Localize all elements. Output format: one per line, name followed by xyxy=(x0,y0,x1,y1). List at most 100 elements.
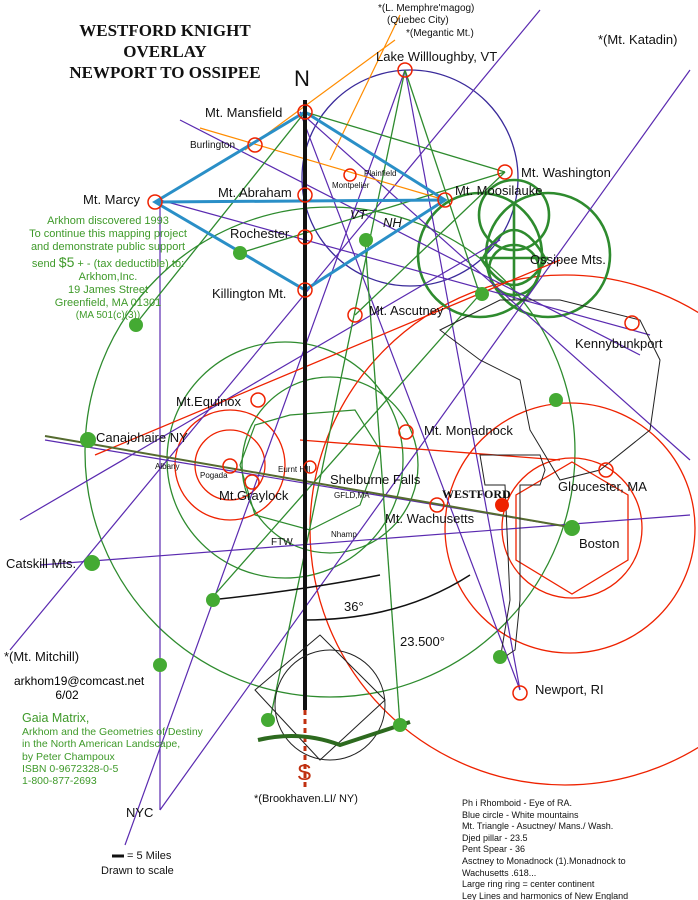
label-albany: Albany xyxy=(155,462,180,471)
dot-vt xyxy=(359,233,373,247)
mark-burlington xyxy=(247,137,263,153)
label-washington: Mt. Washington xyxy=(521,165,611,180)
knight-sketch xyxy=(479,454,546,662)
mark-pogada xyxy=(222,458,238,474)
ley-orange-3 xyxy=(329,14,401,161)
contact-date: 6/02 xyxy=(55,688,79,703)
note-1: Ph i Rhomboid - Eye of RA. xyxy=(462,798,573,808)
label-plainfield: Plainfield xyxy=(364,169,397,178)
mark-willoughby xyxy=(397,62,413,78)
long-island-coast xyxy=(257,720,411,748)
mark-eurnt xyxy=(303,460,317,474)
angle-arc-36 xyxy=(209,574,381,601)
scale-note: Drawn to scale xyxy=(101,865,174,877)
support-line-6: 19 James Street xyxy=(67,283,149,296)
dot-left xyxy=(129,318,143,332)
label-mansfield: Mt. Mansfield xyxy=(205,105,283,120)
angle-36-label: 36° xyxy=(344,599,364,614)
dot-newport xyxy=(493,650,507,664)
label-canajoharie: Canajohaire NY xyxy=(96,430,188,445)
label-brookhaven: *(Brookhaven.LI/ NY) xyxy=(254,793,358,805)
label-moosilauke: Mt. Moosilauke xyxy=(455,183,543,198)
support-notice: Arkhom discovered 1993 To continue this … xyxy=(8,215,208,322)
support-line-7: Greenfield, MA 01301 xyxy=(54,296,162,309)
ley-purple-4 xyxy=(299,111,521,691)
angle-23-label: 23.500° xyxy=(400,634,445,649)
book-title: Gaia Matrix, xyxy=(22,711,90,725)
ley-green-9 xyxy=(209,291,483,601)
note-7: Wachusetts .618... xyxy=(462,867,537,878)
support-line-5: Arkhom,Inc. xyxy=(78,270,138,283)
scale-label: = 5 Miles xyxy=(127,850,172,862)
mark-newport xyxy=(512,685,528,701)
label-quebec: (Quebec City) xyxy=(387,15,449,26)
canajoharie-boston-line xyxy=(44,435,576,529)
label-eurnthill: Eurnt Hill xyxy=(278,465,311,474)
mark-wachusetts xyxy=(429,497,445,513)
white-mountains-ring xyxy=(301,69,519,287)
ley-green-2 xyxy=(404,69,481,296)
mark-gloucester xyxy=(598,462,614,478)
label-graylock: Mt.Graylock xyxy=(219,488,289,503)
label-gfld: GFLD,MA xyxy=(334,491,370,500)
ley-green-3 xyxy=(304,111,506,173)
title-line-2: OVERLAY xyxy=(123,42,207,61)
mark-graylock xyxy=(244,474,260,490)
support-amount: $5 xyxy=(58,253,75,270)
label-nh: NH xyxy=(383,215,402,230)
label-abraham: Mt. Abraham xyxy=(218,185,292,200)
boston-hexagon xyxy=(515,461,629,595)
ley-purple-6 xyxy=(159,69,691,811)
label-equinox: Mt.Equinox xyxy=(176,394,242,409)
ley-purple-7 xyxy=(39,514,691,566)
label-westford: WESTFORD xyxy=(442,487,511,501)
mark-abraham xyxy=(297,187,313,203)
mark-monadnock xyxy=(398,424,414,440)
label-kennebunkport: Kennybunkport xyxy=(575,336,663,351)
large-continental-ring xyxy=(84,206,576,698)
label-nhamp: Nhamp xyxy=(331,530,357,539)
label-burlington: Burlington xyxy=(190,140,236,151)
shelburne-ring xyxy=(241,376,419,554)
note-9: Ley Lines and harmonics of New England xyxy=(462,890,629,900)
dot-sw xyxy=(153,658,167,672)
note-5: Pent Spear - 36 xyxy=(462,844,526,855)
dot-ossipee xyxy=(475,287,489,301)
label-pogada: Pogada xyxy=(200,471,228,480)
legend-notes: Ph i Rhomboid - Eye of RA. Blue circle -… xyxy=(462,798,628,900)
ley-purple-3 xyxy=(404,69,521,691)
south-label: S xyxy=(297,760,312,785)
book-line-6: 1-800-877-2693 xyxy=(22,775,97,788)
ley-green-7 xyxy=(134,111,306,326)
newport-circle xyxy=(274,649,386,761)
mark-kenne xyxy=(624,315,640,331)
book-credit: Gaia Matrix, Arkhom and the Geometries o… xyxy=(22,711,203,788)
contact-email[interactable]: arkhom19@comcast.net xyxy=(14,674,145,688)
dot-boston xyxy=(564,520,580,536)
label-ftw: FTW xyxy=(271,537,293,548)
mark-killington xyxy=(297,282,313,298)
mark-moosilauke xyxy=(437,192,453,208)
map-title: WESTFORD KNIGHT OVERLAY NEWPORT TO OSSIP… xyxy=(40,20,290,83)
label-newport: Newport, RI xyxy=(535,682,604,697)
dot-kennebunk xyxy=(549,393,563,407)
westford-marker xyxy=(495,498,509,512)
ley-purple-5 xyxy=(9,9,541,651)
ossipee-eye xyxy=(480,228,548,287)
note-2: Blue circle - White mountains xyxy=(462,809,579,820)
north-label: N xyxy=(294,66,310,91)
label-montpelier: Montpelier xyxy=(332,181,370,190)
coast-sketch xyxy=(439,299,661,481)
ley-green-1 xyxy=(269,69,406,721)
label-mitchill: *(Mt. Mitchill) xyxy=(4,649,80,664)
mark-mansfield xyxy=(297,104,313,120)
ley-purple-12 xyxy=(179,119,641,356)
ley-green-6 xyxy=(354,171,506,316)
label-gloucester: Gloucester, MA xyxy=(558,479,647,494)
label-monadnock: Mt. Monadnock xyxy=(424,423,513,438)
mark-washington xyxy=(497,164,513,180)
boston-outer-ring xyxy=(309,274,698,786)
label-marcy: Mt. Marcy xyxy=(83,192,141,207)
